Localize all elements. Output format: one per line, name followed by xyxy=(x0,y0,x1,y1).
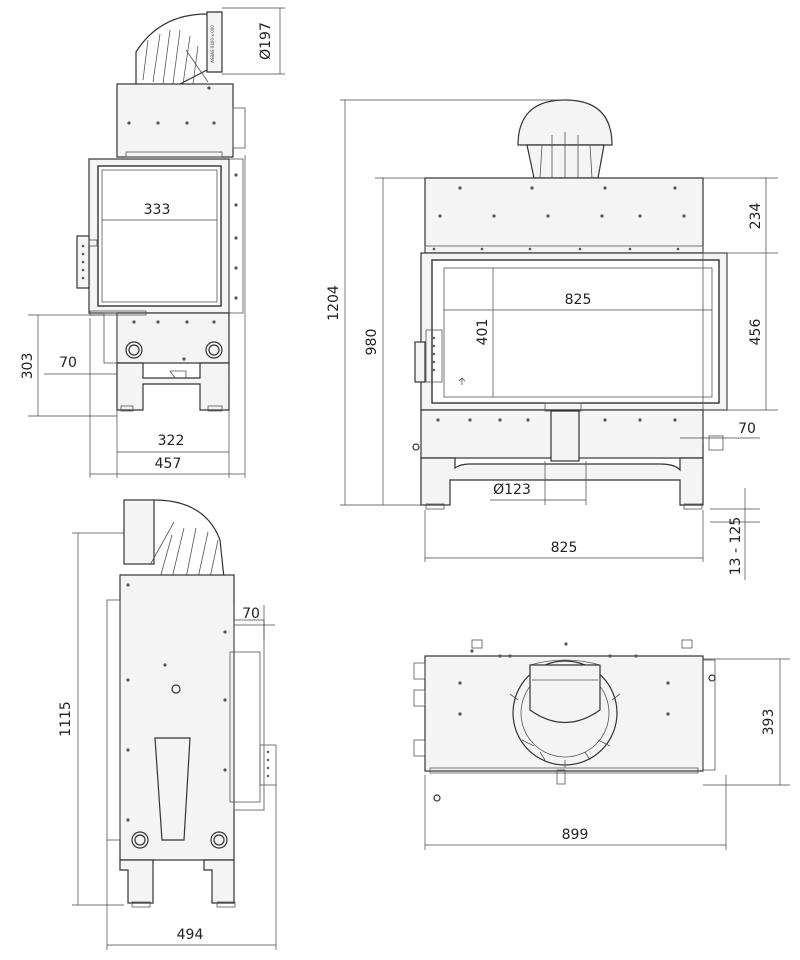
top-box xyxy=(424,177,704,254)
glass-panel xyxy=(97,165,222,307)
door-offset-label: 70 xyxy=(242,606,260,622)
legs xyxy=(119,859,235,904)
flue-ribs xyxy=(142,29,209,85)
flue-cone xyxy=(526,144,605,179)
flue-diameter-label: Ø197 xyxy=(258,22,274,60)
legs xyxy=(116,362,230,411)
total-height-label: 1204 xyxy=(326,285,342,321)
leg-adjust-label: 13 - 125 xyxy=(728,517,744,576)
air-port-left xyxy=(125,341,143,359)
air-inlet-label: Ø123 xyxy=(493,482,531,498)
body-height-label: 980 xyxy=(364,329,380,356)
width-label: 899 xyxy=(562,827,589,843)
front-left-view: ASBAS-0400-x-000 xyxy=(20,7,285,478)
base-width-label: 825 xyxy=(551,540,578,556)
total-width-label: 457 xyxy=(155,456,182,472)
top-view: 393 899 xyxy=(413,639,790,850)
top-height-label: 234 xyxy=(748,203,764,230)
flue-stamp: ASBAS-0400-x-000 xyxy=(210,25,215,63)
depth-label: 393 xyxy=(761,709,777,736)
glass-inner xyxy=(101,169,218,303)
glass-inner-height-label: 401 xyxy=(475,319,491,346)
front-view: 1204 980 234 456 401 825 70 Ø123 13 - xyxy=(326,99,778,580)
depth-label: 494 xyxy=(177,927,204,943)
control-handle xyxy=(414,341,426,383)
flue-collar xyxy=(206,11,223,73)
leg-width-label: 322 xyxy=(158,433,185,449)
top-body xyxy=(116,83,234,158)
leg-offset-label: 70 xyxy=(59,355,77,371)
flue-collar xyxy=(123,499,155,565)
air-inlet xyxy=(550,410,580,462)
leg-offset-label: 70 xyxy=(738,421,756,437)
glass-width-label: 825 xyxy=(565,292,592,308)
side-view: 1115 70 494 xyxy=(58,499,277,950)
top-rail xyxy=(125,151,223,158)
flue-dome xyxy=(517,99,613,146)
air-port-left xyxy=(131,831,149,849)
control-handle xyxy=(259,744,277,786)
flue-pipe xyxy=(529,664,601,723)
glass-height-label: 456 xyxy=(748,319,764,346)
total-height-label: 1115 xyxy=(58,701,74,737)
air-channel xyxy=(154,737,191,841)
side-tab xyxy=(232,107,246,149)
legs xyxy=(420,457,704,506)
air-port-right xyxy=(205,341,223,359)
air-port-right xyxy=(210,831,228,849)
flue-bend xyxy=(135,13,208,85)
inner-width-label: 333 xyxy=(144,202,171,218)
base-height-label: 303 xyxy=(20,353,36,380)
side-hinge xyxy=(228,158,244,314)
glass-panel xyxy=(431,259,720,404)
